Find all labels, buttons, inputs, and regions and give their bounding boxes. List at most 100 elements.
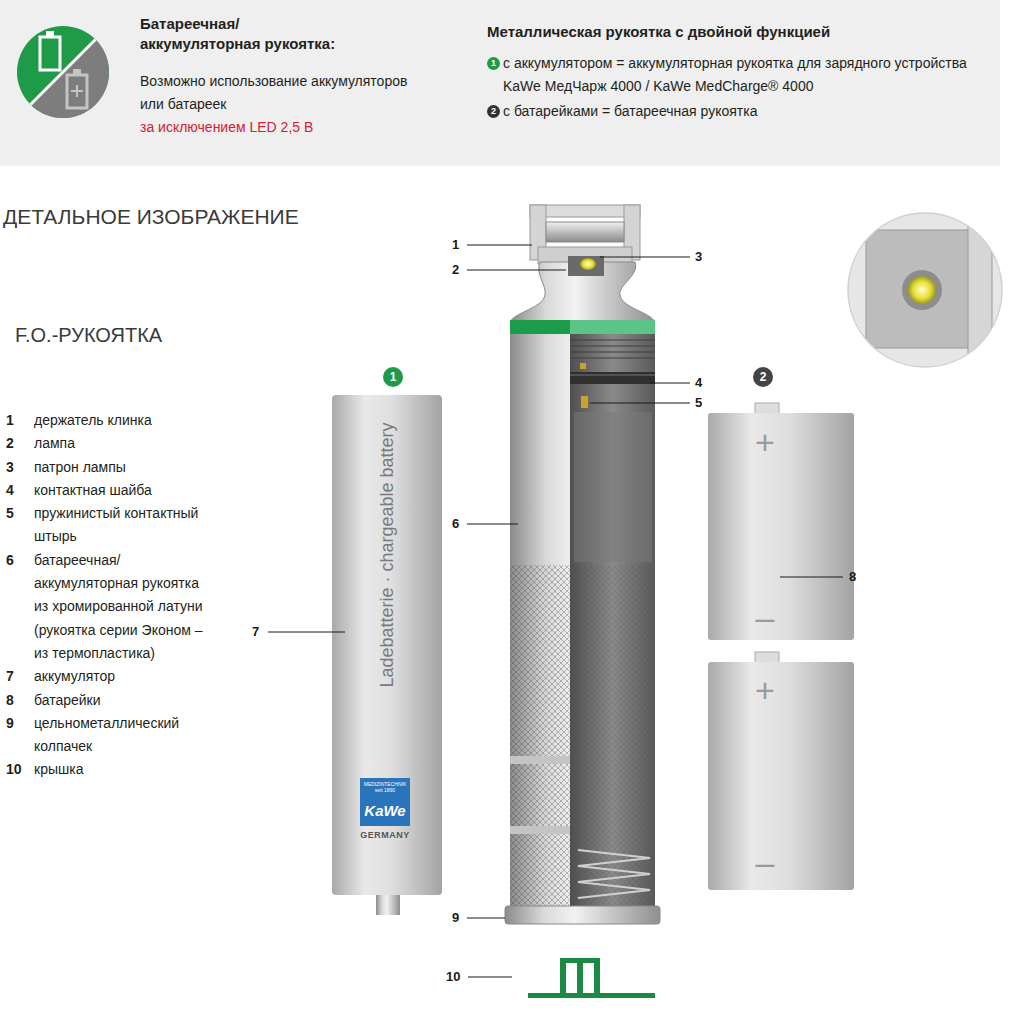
band-item: с батарейками = батареечная рукоятка bbox=[503, 100, 757, 123]
icon-battery bbox=[40, 37, 60, 70]
section-heading: ДЕТАЛЬНОЕ ИЗОБРАЖЕНИЕ bbox=[3, 204, 299, 230]
leader-line bbox=[467, 245, 532, 246]
parts-list-row: 5пружинистый контактный штырь bbox=[6, 502, 226, 549]
number-marker: 2 bbox=[487, 105, 500, 118]
band-item: с аккумулятором = аккумуляторная рукоятк… bbox=[503, 52, 993, 98]
battery: +– bbox=[708, 662, 854, 890]
leader-line bbox=[268, 632, 345, 633]
leader-line bbox=[468, 977, 512, 978]
inset-lamp bbox=[908, 276, 936, 304]
lid-base bbox=[528, 993, 655, 998]
leader-line bbox=[467, 524, 518, 525]
leader-line bbox=[467, 270, 566, 271]
parts-list-row: 3патрон лампы bbox=[6, 456, 226, 479]
icon-plus bbox=[71, 85, 83, 97]
callout-number: 4 bbox=[695, 375, 702, 391]
parts-list-row: 2лампа bbox=[6, 432, 226, 455]
band-heading: Батареечная/ аккумуляторная рукоятка: bbox=[140, 14, 355, 54]
inset-ground bbox=[840, 205, 1010, 375]
lid-prong bbox=[594, 958, 600, 994]
icon-battery bbox=[67, 75, 87, 108]
rechargeable-battery bbox=[332, 395, 442, 915]
parts-list-row: 8батарейки bbox=[6, 689, 226, 712]
band-warning: за исключением LED 2,5 В bbox=[140, 116, 313, 139]
icon-divider bbox=[5, 14, 121, 130]
legend-text: держатель клинка bbox=[34, 409, 206, 432]
parts-list-row: 1держатель клинка bbox=[6, 409, 226, 432]
contact-disc bbox=[570, 372, 655, 384]
grip-band bbox=[510, 756, 570, 764]
brand-logo: MEDIZINTECHNIK seit 1890KaWeGERMANY bbox=[360, 778, 410, 826]
icon-battery-nub bbox=[73, 69, 81, 74]
holder-roller bbox=[546, 222, 624, 242]
lid-prong bbox=[577, 963, 583, 994]
legend-text: пружинистый контактный штырь bbox=[34, 502, 206, 549]
battery-body bbox=[708, 662, 854, 890]
legend-text: батареечная/ аккумуляторная рукоятка из … bbox=[34, 549, 206, 665]
end-cap bbox=[505, 906, 660, 924]
legend-number: 2 bbox=[6, 432, 34, 455]
callout-number: 1 bbox=[452, 237, 459, 253]
callout-number: 7 bbox=[252, 624, 259, 640]
battery-body bbox=[332, 395, 442, 895]
icon-grey-half bbox=[5, 14, 121, 130]
info-band-ground bbox=[0, 0, 1000, 166]
callout-number: 9 bbox=[452, 910, 459, 926]
legend-text: батарейки bbox=[34, 689, 206, 712]
parts-list-row: 4контактная шайба bbox=[6, 479, 226, 502]
knurl-cut bbox=[570, 565, 655, 908]
battery-body bbox=[708, 413, 854, 640]
polarity-sign: – bbox=[756, 844, 775, 880]
green-ring bbox=[510, 320, 655, 334]
legend-number: 1 bbox=[6, 409, 34, 432]
subheading: F.O.-РУКОЯТКА bbox=[15, 322, 162, 348]
number-marker: 2 bbox=[753, 367, 773, 387]
lid bbox=[528, 958, 655, 998]
inset-socket bbox=[866, 230, 970, 348]
polarity-sign: – bbox=[756, 599, 775, 635]
callout-number: 8 bbox=[849, 569, 856, 585]
parts-list-row: 9цельнометаллический колпачек bbox=[6, 712, 226, 759]
legend-text: патрон лампы bbox=[34, 456, 206, 479]
logo-country: GERMANY bbox=[354, 830, 416, 840]
battery-pin bbox=[376, 895, 400, 915]
legend-number: 4 bbox=[6, 479, 34, 502]
contact-pin bbox=[581, 396, 588, 408]
callout-number: 5 bbox=[695, 395, 702, 411]
band-heading: Металлическая рукоятка с двойной функцие… bbox=[487, 22, 830, 42]
lamp-socket bbox=[568, 256, 604, 276]
leader-line bbox=[590, 403, 690, 404]
legend-number: 10 bbox=[6, 758, 34, 781]
green-ring-cut bbox=[570, 320, 655, 334]
contact-dot bbox=[580, 363, 586, 369]
handle-cutaway bbox=[570, 334, 655, 910]
leader-line bbox=[780, 577, 843, 578]
lamp bbox=[580, 258, 596, 270]
callout-number: 10 bbox=[446, 969, 460, 985]
battery: +– bbox=[708, 413, 854, 640]
legend-number: 5 bbox=[6, 502, 34, 525]
parts-list: 1держатель клинка2лампа3патрон лампы4кон… bbox=[6, 409, 226, 782]
leader-lines bbox=[268, 245, 843, 977]
parts-list-row: 6батареечная/ аккумуляторная рукоятка из… bbox=[6, 549, 226, 665]
info-band: Батареечная/ аккумуляторная рукоятка: Воз… bbox=[0, 0, 1000, 166]
inset-lamp-ring bbox=[902, 270, 942, 310]
marker-number: 2 bbox=[760, 371, 767, 383]
lid-prong bbox=[560, 958, 566, 994]
inner-tube bbox=[574, 412, 652, 562]
legend-text: лампа bbox=[34, 432, 206, 455]
band-text: Возможно использование аккумуляторов или… bbox=[140, 70, 422, 116]
polarity-sign: + bbox=[755, 424, 775, 460]
legend-number: 9 bbox=[6, 712, 34, 735]
leader-line bbox=[467, 918, 505, 919]
callout-number: 2 bbox=[452, 262, 459, 278]
callout-number: 3 bbox=[695, 249, 702, 265]
rechargeable-battery: Ladebatterie · chargeable batteryMEDIZIN… bbox=[332, 395, 442, 895]
logo-brand: KaWe bbox=[360, 802, 410, 819]
polarity-sign: + bbox=[755, 672, 775, 708]
logo-text: MEDIZINTECHNIK seit 1890 bbox=[362, 781, 408, 793]
battery-inscription: Ladebatterie · chargeable battery bbox=[377, 422, 397, 687]
battery-nub bbox=[755, 652, 779, 663]
battery-type-icon bbox=[5, 14, 121, 130]
